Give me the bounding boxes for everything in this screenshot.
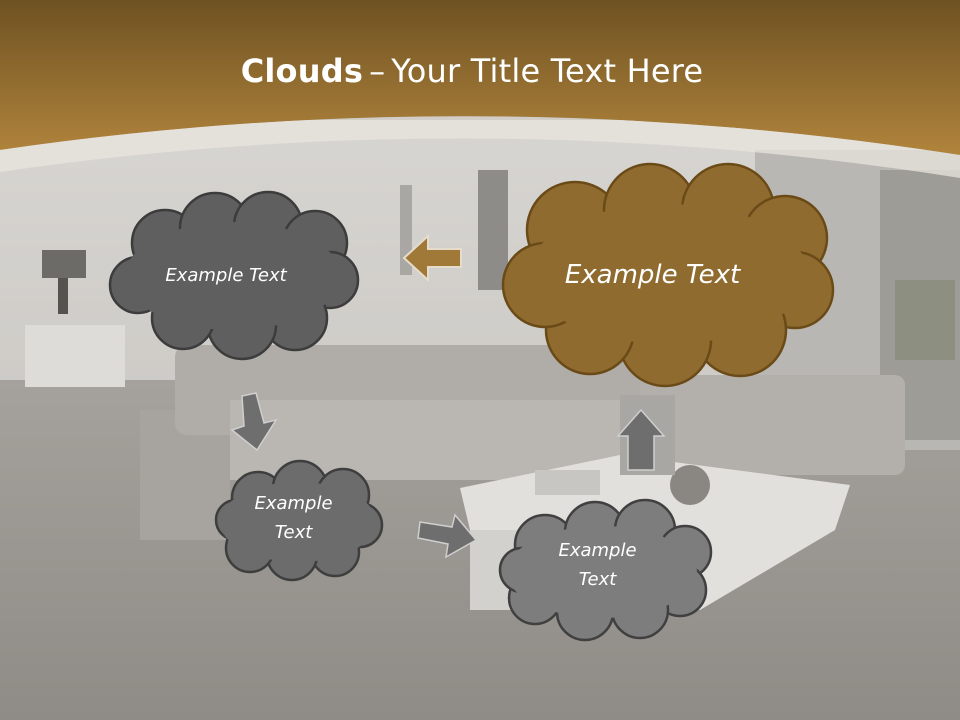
cloud-top-left xyxy=(108,190,360,361)
cloud-top-right-text: Example Text xyxy=(564,260,741,290)
title-rest: Your Title Text Here xyxy=(391,52,704,90)
arrow-down-icon xyxy=(230,392,278,452)
title-separator: – xyxy=(369,52,386,90)
title-bold: Clouds xyxy=(240,52,364,90)
header-curve-highlight xyxy=(0,116,960,178)
arrow-up-icon xyxy=(616,408,666,471)
cloud-bottom-left xyxy=(214,459,384,582)
cloud-bottom-right-text: Example Text xyxy=(558,540,637,590)
cloud-top-right xyxy=(501,162,835,388)
cloud-top-left-text: Example Text xyxy=(165,265,287,286)
arrow-right-icon xyxy=(417,513,478,559)
header-band xyxy=(0,0,960,155)
cloud-bottom-right xyxy=(498,498,713,642)
cloud-bottom-left-text: Example Text xyxy=(254,493,333,543)
arrow-left-icon xyxy=(402,233,462,283)
slide-title: Clouds–Your Title Text Here xyxy=(0,52,944,90)
